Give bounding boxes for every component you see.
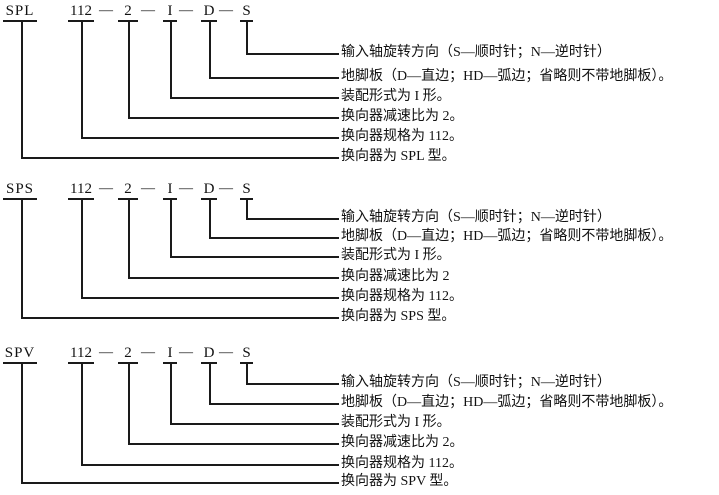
- code-part-assembly: I: [163, 3, 177, 22]
- connector-vertical-line: [128, 363, 130, 445]
- code-separator: —: [141, 345, 155, 360]
- connector-vertical-line: [21, 199, 23, 319]
- connector-leader-line: [81, 297, 339, 299]
- connector-vertical-line: [246, 199, 248, 220]
- code-explanation-label: 装配形式为 I 形。: [341, 89, 451, 104]
- connector-vertical-line: [81, 199, 83, 299]
- code-separator: —: [99, 345, 113, 360]
- connector-vertical-line: [21, 363, 23, 484]
- code-separator: —: [219, 345, 233, 360]
- code-explanation-label: 换向器为 SPL 型。: [341, 149, 456, 164]
- code-explanation-label: 换向器规格为 112。: [341, 289, 463, 304]
- code-separator: —: [99, 181, 113, 196]
- connector-vertical-line: [209, 199, 211, 239]
- code-explanation-label: 换向器减速比为 2。: [341, 109, 464, 124]
- model-prefix: SPL: [3, 3, 37, 22]
- connector-leader-line: [170, 97, 339, 99]
- code-separator: —: [219, 3, 233, 18]
- connector-vertical-line: [209, 363, 211, 405]
- model-prefix: SPS: [3, 181, 37, 200]
- connector-leader-line: [170, 423, 339, 425]
- code-explanation-label: 换向器规格为 112。: [341, 129, 463, 144]
- code-separator: —: [179, 345, 193, 360]
- connector-vertical-line: [21, 21, 23, 159]
- code-separator: —: [179, 181, 193, 196]
- code-part-foot: D: [201, 345, 217, 364]
- connector-vertical-line: [81, 363, 83, 466]
- connector-vertical-line: [246, 363, 248, 385]
- code-explanation-label: 地脚板（D—直边；HD—弧边；省略则不带地脚板）。: [341, 229, 673, 244]
- code-explanation-label: 换向器减速比为 2: [341, 269, 450, 284]
- code-explanation-label: 装配形式为 I 形。: [341, 248, 451, 263]
- connector-leader-line: [128, 443, 339, 445]
- code-part-size: 112: [68, 3, 94, 22]
- code-separator: —: [99, 3, 113, 18]
- code-part-rotation: S: [240, 345, 253, 364]
- connector-leader-line: [81, 464, 339, 466]
- code-explanation-label: 地脚板（D—直边；HD—弧边；省略则不带地脚板）。: [341, 69, 673, 84]
- connector-leader-line: [81, 137, 339, 139]
- connector-leader-line: [170, 256, 339, 258]
- connector-vertical-line: [170, 363, 172, 425]
- connector-leader-line: [209, 77, 339, 79]
- connector-vertical-line: [209, 21, 211, 79]
- code-part-foot: D: [201, 3, 217, 22]
- section-spv: SPV 112 — 2 — I — D — S 输入轴旋转方向（S—顺时针；N—…: [0, 342, 719, 495]
- connector-vertical-line: [170, 199, 172, 258]
- connector-leader-line: [21, 482, 339, 484]
- connector-leader-line: [128, 117, 339, 119]
- code-part-assembly: I: [163, 181, 177, 200]
- code-separator: —: [141, 3, 155, 18]
- code-separator: —: [141, 181, 155, 196]
- code-part-size: 112: [68, 181, 94, 200]
- code-explanation-label: 输入轴旋转方向（S—顺时针；N—逆时针）: [341, 210, 611, 225]
- section-sps: SPS 112 — 2 — I — D — S 输入轴旋转方向（S—顺时针；N—…: [0, 178, 719, 342]
- code-explanation-label: 换向器减速比为 2。: [341, 435, 464, 450]
- connector-leader-line: [246, 218, 339, 220]
- connector-leader-line: [21, 157, 339, 159]
- code-part-assembly: I: [163, 345, 177, 364]
- connector-leader-line: [246, 53, 339, 55]
- connector-leader-line: [21, 317, 339, 319]
- code-explanation-label: 输入轴旋转方向（S—顺时针；N—逆时针）: [341, 45, 611, 60]
- connector-vertical-line: [128, 21, 130, 119]
- connector-leader-line: [209, 403, 339, 405]
- code-part-ratio: 2: [118, 181, 138, 200]
- code-part-size: 112: [68, 345, 94, 364]
- connector-leader-line: [209, 237, 339, 239]
- connector-leader-line: [128, 277, 339, 279]
- code-explanation-label: 换向器为 SPS 型。: [341, 309, 456, 324]
- code-explanation-label: 装配形式为 I 形。: [341, 415, 451, 430]
- code-explanation-label: 输入轴旋转方向（S—顺时针；N—逆时针）: [341, 375, 611, 390]
- connector-vertical-line: [128, 199, 130, 279]
- code-part-ratio: 2: [118, 3, 138, 22]
- code-separator: —: [219, 181, 233, 196]
- code-part-foot: D: [201, 181, 217, 200]
- connector-vertical-line: [246, 21, 248, 55]
- model-prefix: SPV: [3, 345, 37, 364]
- connector-leader-line: [246, 383, 339, 385]
- code-part-ratio: 2: [118, 345, 138, 364]
- connector-vertical-line: [81, 21, 83, 139]
- code-explanation-label: 地脚板（D—直边；HD—弧边；省略则不带地脚板）。: [341, 395, 673, 410]
- code-explanation-label: 换向器为 SPV 型。: [341, 474, 458, 489]
- code-separator: —: [179, 3, 193, 18]
- code-part-rotation: S: [240, 3, 253, 22]
- connector-vertical-line: [170, 21, 172, 99]
- code-explanation-label: 换向器规格为 112。: [341, 456, 463, 471]
- section-spl: SPL 112 — 2 — I — D — S 输入轴旋转方向（S—顺时针；N—…: [0, 0, 719, 178]
- code-part-rotation: S: [240, 181, 253, 200]
